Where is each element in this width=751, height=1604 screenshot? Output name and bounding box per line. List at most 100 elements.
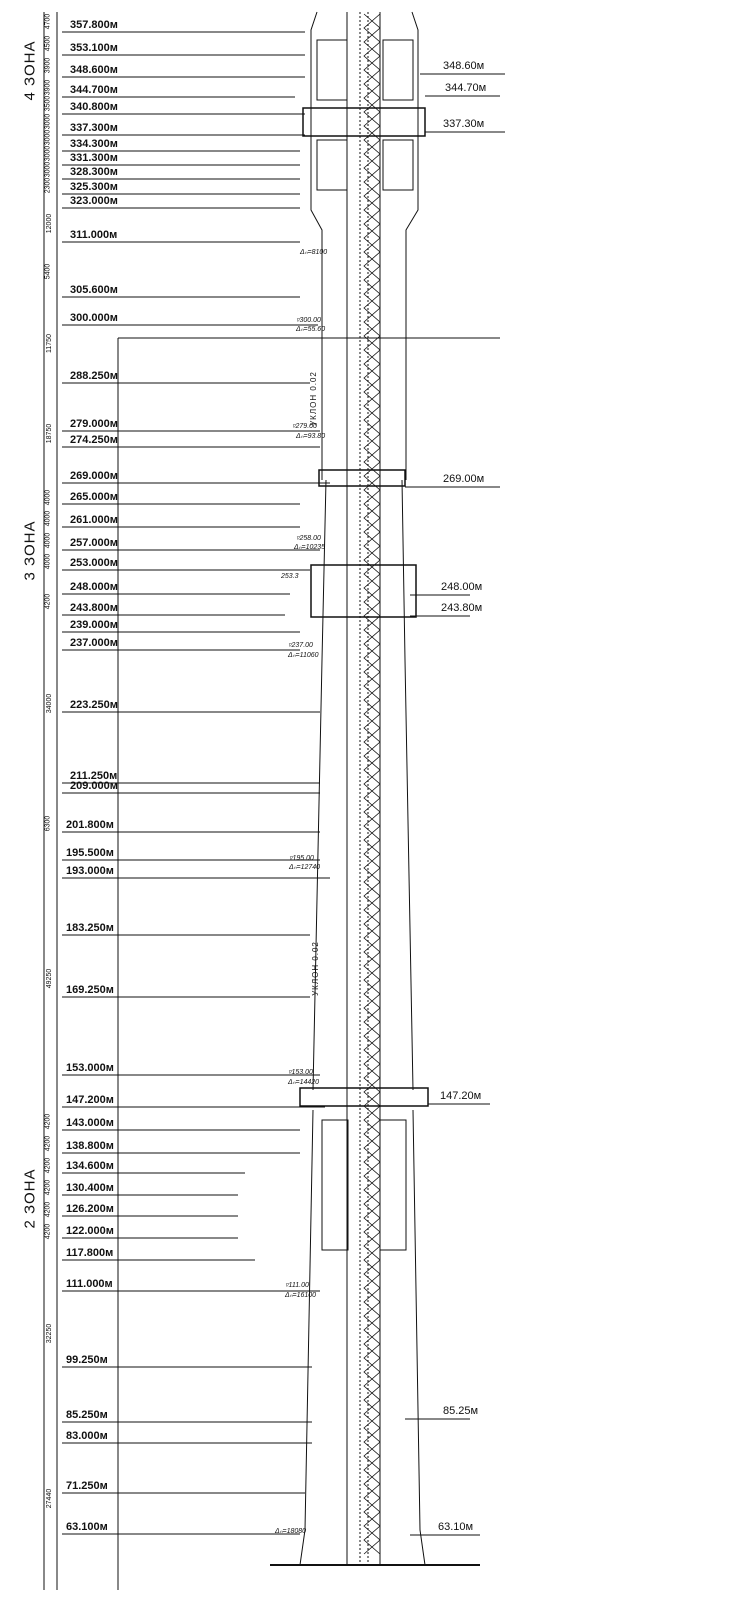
zone-4-label: 4 ЗОНА — [21, 40, 39, 101]
dimension-label: 3000 — [44, 161, 52, 178]
dimension-label: 2300 — [44, 177, 52, 194]
annotation-a237a: ▿237.00 — [288, 642, 313, 649]
dimension-label: 5400 — [44, 263, 52, 280]
dimension-label: 27440 — [46, 1488, 54, 1509]
level-label: 328.300м — [70, 166, 118, 178]
dimension-label: 4700 — [44, 13, 52, 30]
dimension-label: 12000 — [46, 213, 54, 234]
right-level-label: 348.60м — [443, 60, 485, 72]
level-label: 153.000м — [66, 1062, 114, 1074]
level-label: 248.000м — [70, 581, 118, 593]
level-label: 257.000м — [70, 537, 118, 549]
level-label: 337.300м — [70, 122, 118, 134]
level-label: 223.250м — [70, 699, 118, 711]
dimension-label: 3000 — [44, 129, 52, 146]
level-label: 193.000м — [66, 865, 114, 877]
level-label: 83.000м — [66, 1430, 108, 1442]
level-label: 99.250м — [66, 1354, 108, 1366]
level-label: 253.000м — [70, 557, 118, 569]
dimension-label: 4500 — [44, 35, 52, 52]
dimension-label: 4200 — [44, 1223, 52, 1240]
annotation-a195b: Δₙ=12740 — [289, 864, 321, 871]
zone-2-label: 2 ЗОНА — [21, 1168, 39, 1229]
level-label: 344.700м — [70, 84, 118, 96]
dimension-label: 49250 — [46, 968, 54, 989]
dimension-label: 4000 — [44, 532, 52, 549]
dimension-label: 3900 — [44, 79, 52, 96]
level-label: 143.000м — [66, 1117, 114, 1129]
level-label: 169.250м — [66, 984, 114, 996]
ring-blocks — [321, 1119, 407, 1251]
dimension-label: 4200 — [44, 593, 52, 610]
dimension-label: 18750 — [46, 423, 54, 444]
level-label: 183.250м — [66, 922, 114, 934]
level-label: 261.000м — [70, 514, 118, 526]
level-label: 274.250м — [70, 434, 118, 446]
level-label: 279.000м — [70, 418, 118, 430]
level-label: 134.600м — [66, 1160, 114, 1172]
dimension-label: 4200 — [44, 1179, 52, 1196]
level-label: 130.400м — [66, 1182, 114, 1194]
right-level-label: 344.70м — [445, 82, 487, 94]
annotation-a311: Δₙ=8100 — [300, 249, 328, 256]
right-level-label: 337.30м — [443, 118, 485, 130]
level-label: 353.100м — [70, 42, 118, 54]
level-label: 340.800м — [70, 101, 118, 113]
right-level-label: 248.00м — [441, 581, 483, 593]
dimension-label: 11750 — [45, 334, 53, 353]
dimension-label: 4000 — [44, 553, 52, 570]
annotation-a153a: ▿153.00 — [288, 1069, 313, 1076]
dimension-label: 4200 — [44, 1157, 52, 1174]
annotation-a253: 253.3 — [281, 573, 299, 580]
level-label: 111.000м — [66, 1278, 113, 1290]
dimension-label: 32250 — [46, 1323, 54, 1344]
annotation-a237b: Δₙ=11060 — [288, 652, 319, 659]
right-level-label: 85.25м — [443, 1405, 479, 1417]
level-label: 71.250м — [66, 1480, 108, 1492]
level-label: 237.000м — [70, 637, 118, 649]
annotation-a111b: Δₙ=16100 — [285, 1292, 317, 1299]
level-label: 331.300м — [70, 152, 118, 164]
level-label: 201.800м — [66, 819, 114, 831]
annotation-a195a: ▿195.00 — [289, 855, 314, 862]
level-label: 334.300м — [70, 138, 118, 150]
annotation-a279b: Δₙ=93.80 — [296, 433, 326, 440]
annotation-a63: Δₙ=18080 — [275, 1528, 307, 1535]
level-label: 122.000м — [66, 1225, 114, 1237]
level-label: 325.300м — [70, 181, 118, 193]
dimension-label: 3000 — [44, 113, 52, 130]
slope-note-upper: УКЛОН 0.02 — [308, 371, 318, 426]
annotation-a300a: ▿300.00 — [296, 317, 321, 324]
level-label: 311.000м — [70, 229, 118, 241]
dimension-label: 4200 — [44, 1113, 52, 1130]
level-label: 117.800м — [66, 1247, 114, 1259]
right-level-label: 243.80м — [441, 602, 483, 614]
level-label: 209.000м — [70, 780, 118, 792]
annotation-a153b: Δₙ=14420 — [288, 1079, 320, 1086]
level-label: 305.600м — [70, 284, 118, 296]
level-label: 138.800м — [66, 1140, 114, 1152]
dimension-label: 6300 — [44, 815, 52, 832]
right-level-label: 269.00м — [443, 473, 485, 485]
annotation-a258a: ▿258.00 — [296, 535, 321, 542]
right-level-label: 63.10м — [438, 1521, 474, 1533]
level-label: 126.200м — [66, 1203, 114, 1215]
annotation-a300b: Δₙ=55.60 — [296, 326, 326, 333]
level-label: 195.500м — [66, 847, 114, 859]
zone-3-label: 3 ЗОНА — [21, 520, 39, 581]
level-label: 357.800м — [70, 19, 118, 31]
level-label: 85.250м — [66, 1409, 108, 1421]
dimension-label: 4200 — [44, 1135, 52, 1152]
dimension-label: 4000 — [44, 510, 52, 527]
level-label: 211.250м — [70, 770, 118, 782]
level-label: 323.000м — [70, 195, 118, 207]
annotation-a111a: ▿111.00 — [285, 1282, 309, 1289]
cabin-blocks — [316, 39, 414, 191]
level-label: 300.000м — [70, 312, 118, 324]
annotation-a279a: ▿279.00 — [292, 423, 317, 430]
level-label: 243.800м — [70, 602, 118, 614]
dimension-label: 4000 — [44, 489, 52, 506]
dimension-label: 4200 — [44, 1201, 52, 1218]
level-label: 288.250м — [70, 370, 118, 382]
